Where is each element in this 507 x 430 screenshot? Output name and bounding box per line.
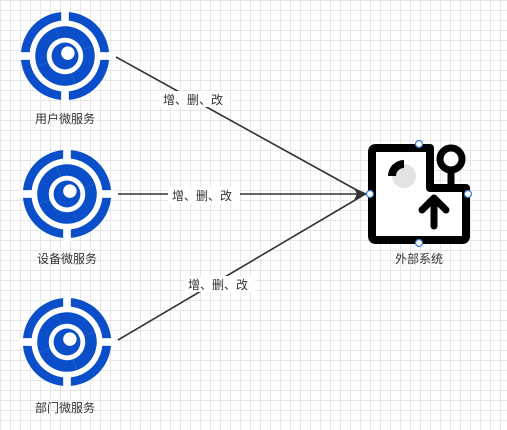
edge-dept-to-external[interactable] [117,195,363,341]
arrowhead [354,188,368,200]
swirl-service-icon [17,8,113,104]
selection-handle-top[interactable] [414,139,424,149]
swirl-service-icon [19,146,115,242]
edge-label-device: 增、删、改 [172,189,232,203]
edge-label-bg [185,276,255,292]
node-external-system[interactable]: 外部系统 [365,139,473,267]
edge-label-bg [168,187,240,203]
selection-handle-bottom[interactable] [414,238,424,248]
selection-handle-left[interactable] [365,189,375,199]
node-dept-service[interactable]: 部门微服务 [19,294,115,415]
edge-user-to-external[interactable] [115,56,363,194]
node-label-user-service: 用户微服务 [35,111,95,126]
edge-label-bg [160,91,230,107]
node-label-external-system: 外部系统 [395,251,443,266]
edge-label-dept: 增、删、改 [188,278,248,292]
selection-handle-right[interactable] [463,189,473,199]
node-label-dept-service: 部门微服务 [35,400,95,415]
swirl-service-icon [19,294,115,390]
node-label-device-service: 设备微服务 [37,251,97,266]
node-user-service[interactable]: 用户微服务 [17,8,113,126]
edge-label-user: 增、删、改 [163,93,223,107]
node-device-service[interactable]: 设备微服务 [19,146,115,266]
external-system-icon [368,144,470,244]
